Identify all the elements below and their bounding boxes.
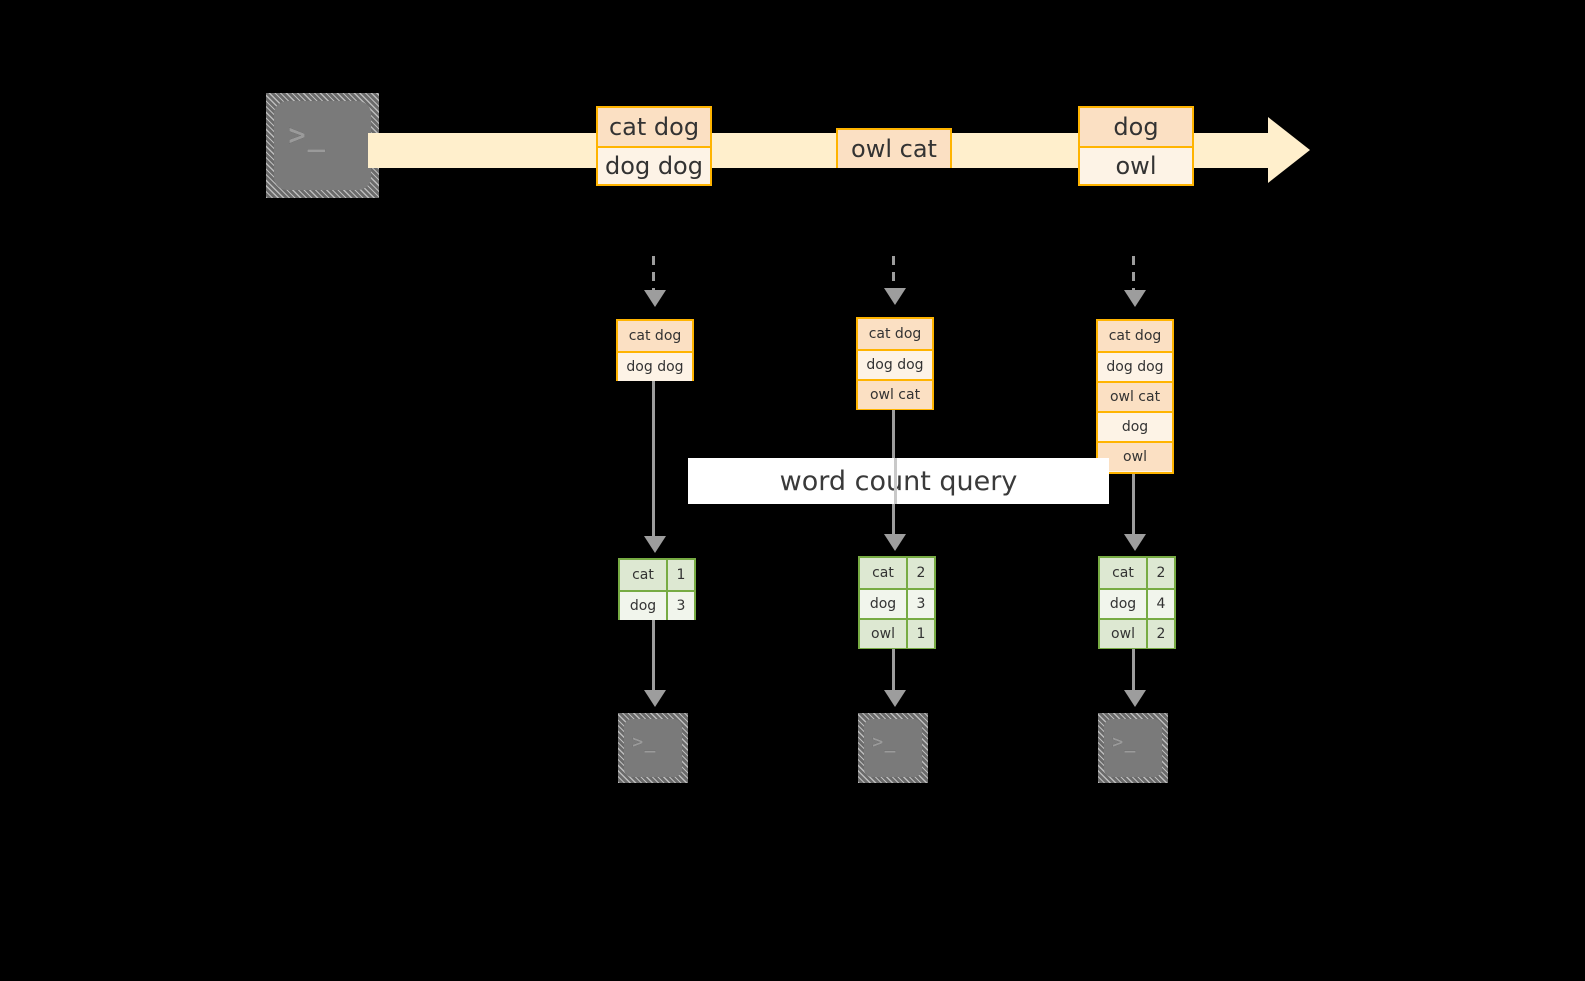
stream-to-snapshot-connector: [1132, 256, 1135, 292]
result-count: 1: [906, 620, 934, 648]
result-count: 1: [666, 560, 694, 590]
arrowhead-icon: [644, 536, 666, 553]
query-connector-overlay: [894, 458, 897, 504]
stream-arrowhead-icon: [1268, 117, 1310, 183]
table-row: owl 2: [1100, 618, 1174, 648]
arrowhead-icon: [644, 290, 666, 307]
accumulated-row: dog: [1098, 411, 1172, 441]
stream-to-snapshot-connector: [652, 256, 655, 292]
snapshot-1-result-table: cat 1 dog 3: [618, 558, 696, 620]
accumulated-row: dog dog: [1098, 351, 1172, 381]
consumer-terminal-icon: >_: [618, 713, 688, 783]
result-word: dog: [1100, 590, 1146, 618]
query-label-banner: word count query: [688, 458, 1109, 504]
accumulated-row: cat dog: [858, 319, 932, 349]
stream-message-row: owl cat: [838, 130, 950, 168]
arrowhead-icon: [884, 288, 906, 305]
query-connector: [1132, 474, 1135, 542]
table-row: dog 4: [1100, 588, 1174, 618]
accumulated-row: dog dog: [618, 351, 692, 381]
stream-message-row: dog: [1080, 108, 1192, 146]
table-row: dog 3: [860, 588, 934, 618]
terminal-prompt-glyph: >_: [288, 118, 327, 153]
snapshot-3-result-table: cat 2 dog 4 owl 2: [1098, 556, 1176, 649]
result-count: 2: [1146, 558, 1174, 588]
snapshot-1-accumulated-messages: cat dog dog dog: [616, 319, 694, 381]
terminal-body: [274, 101, 371, 190]
consumer-terminal-icon: >_: [858, 713, 928, 783]
result-word: cat: [860, 558, 906, 588]
result-word: owl: [860, 620, 906, 648]
table-row: cat 2: [860, 558, 934, 588]
stream-message-batch-2: owl cat: [836, 128, 952, 168]
result-to-consumer-connector: [652, 620, 655, 693]
result-to-consumer-connector: [892, 649, 895, 693]
stream-to-snapshot-connector: [892, 256, 895, 292]
stream-message-batch-3: dog owl: [1078, 106, 1194, 186]
result-count: 2: [906, 558, 934, 588]
result-word: dog: [620, 592, 666, 620]
arrowhead-icon: [1124, 690, 1146, 707]
consumer-terminal-icon: >_: [1098, 713, 1168, 783]
stream-message-batch-1: cat dog dog dog: [596, 106, 712, 186]
result-count: 2: [1146, 620, 1174, 648]
arrowhead-icon: [884, 534, 906, 551]
snapshot-2-accumulated-messages: cat dog dog dog owl cat: [856, 317, 934, 410]
table-row: dog 3: [620, 590, 694, 620]
snapshot-3-accumulated-messages: cat dog dog dog owl cat dog owl: [1096, 319, 1174, 474]
arrowhead-icon: [644, 690, 666, 707]
stream-message-row: owl: [1080, 146, 1192, 184]
result-word: cat: [620, 560, 666, 590]
accumulated-row: owl cat: [858, 379, 932, 409]
result-count: 4: [1146, 590, 1174, 618]
producer-terminal-icon: >_: [266, 93, 379, 198]
result-count: 3: [906, 590, 934, 618]
query-connector: [652, 381, 655, 542]
terminal-prompt-glyph: >_: [1112, 731, 1137, 753]
accumulated-row: cat dog: [618, 321, 692, 351]
arrowhead-icon: [884, 690, 906, 707]
terminal-body: [864, 719, 922, 777]
table-row: cat 2: [1100, 558, 1174, 588]
accumulated-row: owl cat: [1098, 381, 1172, 411]
accumulated-row: dog dog: [858, 349, 932, 379]
table-row: owl 1: [860, 618, 934, 648]
table-row: cat 1: [620, 560, 694, 590]
result-count: 3: [666, 592, 694, 620]
terminal-prompt-glyph: >_: [872, 731, 897, 753]
terminal-body: [1104, 719, 1162, 777]
query-label-text: word count query: [779, 465, 1018, 497]
result-to-consumer-connector: [1132, 649, 1135, 693]
result-word: cat: [1100, 558, 1146, 588]
accumulated-row: cat dog: [1098, 321, 1172, 351]
terminal-body: [624, 719, 682, 777]
accumulated-row: owl: [1098, 441, 1172, 471]
stream-message-row: cat dog: [598, 108, 710, 146]
terminal-prompt-glyph: >_: [632, 731, 657, 753]
stream-message-row: dog dog: [598, 146, 710, 184]
arrowhead-icon: [1124, 290, 1146, 307]
result-word: dog: [860, 590, 906, 618]
result-word: owl: [1100, 620, 1146, 648]
snapshot-2-result-table: cat 2 dog 3 owl 1: [858, 556, 936, 649]
arrowhead-icon: [1124, 534, 1146, 551]
